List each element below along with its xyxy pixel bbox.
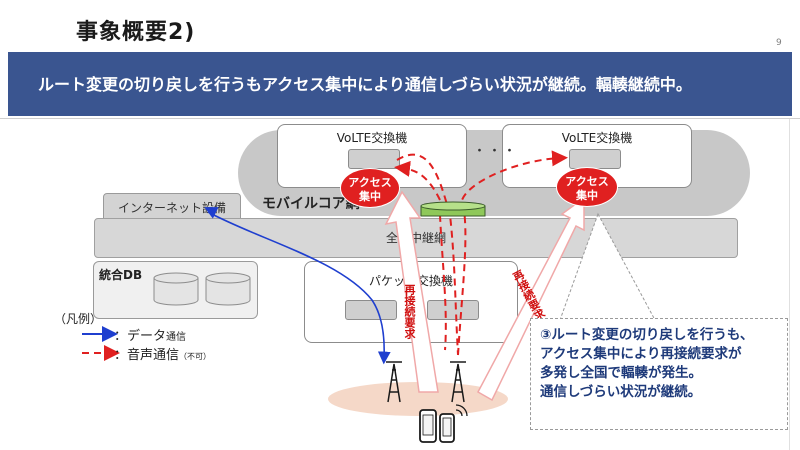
smartphone-icon: [419, 409, 455, 443]
data-path-start-arrow: [204, 207, 219, 219]
right-rule: [789, 119, 790, 450]
callout-line-3: 多発し全国で輻輳が発生。: [540, 365, 702, 381]
voice-path-center: [439, 214, 447, 351]
green-node-icon: [420, 201, 486, 217]
header-divider: [0, 118, 800, 119]
page-number: 9: [776, 38, 782, 48]
access-concentration-left-line1: アクセス: [348, 176, 392, 189]
callout-line-2: アクセス集中により再接続要求が: [540, 346, 742, 362]
access-concentration-left: アクセス 集中: [340, 168, 400, 208]
legend-data: ：データ通信: [114, 325, 186, 344]
voice-path-to-left-volte: [394, 160, 441, 201]
legend-voice: ：音声通信（不可）: [114, 344, 211, 363]
data-path: [207, 211, 391, 365]
callout-line-4: 通信しづらい状況が継続。: [540, 384, 702, 400]
volte-switch-left: VoLTE交換機: [277, 124, 467, 188]
legend-data-suffix: 通信: [166, 332, 187, 343]
cell-tower-icon-right: [450, 361, 466, 403]
database-icon: [153, 272, 251, 306]
packet-switch-unit-left: [345, 300, 397, 320]
integrated-db-label: 統合DB: [99, 268, 143, 282]
callout-line-1: ③ルート変更の切り戻しを行うも、: [540, 327, 754, 343]
callout-box: [530, 318, 788, 430]
legend-voice-label: ：音声通信: [114, 348, 180, 363]
summary-banner: ルート変更の切り戻しを行うもアクセス集中により通信しづらい状況が継続。輻輳継続中…: [8, 52, 792, 116]
callout-text: ③ルート変更の切り戻しを行うも、 アクセス集中により再接続要求が 多発し全国で輻…: [540, 326, 788, 402]
voice-path-to-right-volte: [457, 150, 568, 356]
reconnect-arrow-right: [476, 196, 585, 402]
packet-switch-unit-right: [427, 300, 479, 320]
reconnect-arrow-left: [384, 190, 439, 393]
more-switches-ellipsis: ・・・: [473, 144, 519, 159]
access-concentration-right-line2: 集中: [576, 189, 598, 202]
reconnect-request-label-left: 再接続要求: [403, 284, 416, 339]
access-concentration-right: アクセス 集中: [556, 167, 618, 207]
voice-path-left-loop: [396, 153, 459, 356]
volte-switch-left-label: VoLTE交換機: [336, 131, 408, 145]
legend-voice-suffix: （不可）: [179, 352, 212, 361]
mobile-core-network-label: モバイルコア網: [262, 196, 360, 212]
legend-title: （凡例）: [54, 312, 103, 326]
access-concentration-right-line1: アクセス: [565, 175, 609, 188]
legend-data-label: ：データ: [114, 329, 167, 344]
page-title: 事象概要2): [76, 20, 196, 45]
cell-tower-icon: [386, 361, 402, 403]
access-concentration-left-line2: 集中: [359, 190, 381, 203]
volte-switch-right-label: VoLTE交換機: [561, 131, 633, 145]
signal-waves-icon: [455, 404, 468, 417]
